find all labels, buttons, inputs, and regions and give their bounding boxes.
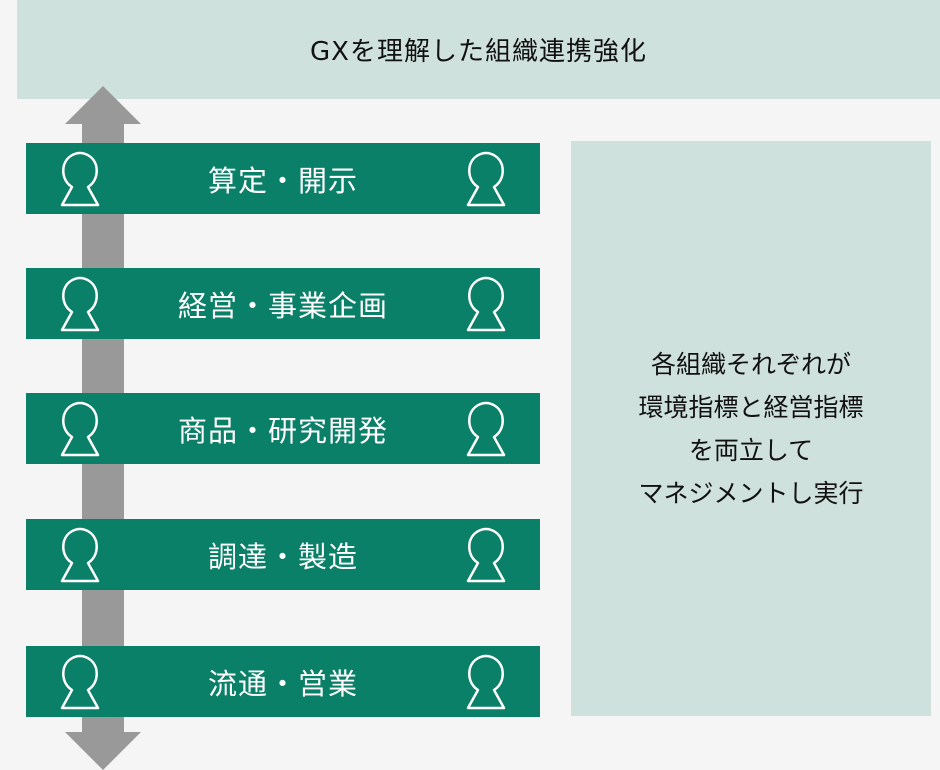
- person-icon: [60, 527, 100, 583]
- role-box-management: 経営・事業企画: [26, 268, 540, 339]
- summary-text: 各組織それぞれが 環境指標と経営指標 を両立して マネジメントし実行: [638, 343, 863, 515]
- role-box-product-rnd: 商品・研究開発: [26, 393, 540, 464]
- person-icon: [466, 401, 506, 457]
- role-label: 商品・研究開発: [177, 413, 388, 448]
- role-label: 経営・事業企画: [177, 288, 388, 323]
- role-label: 算定・開示: [207, 163, 358, 198]
- person-icon: [60, 401, 100, 457]
- role-box-disclosure: 算定・開示: [26, 143, 540, 214]
- summary-line: を両立して: [688, 435, 814, 465]
- person-icon: [466, 654, 506, 710]
- person-icon: [466, 276, 506, 332]
- summary-line: 環境指標と経営指標: [638, 392, 864, 422]
- person-icon: [60, 276, 100, 332]
- person-icon: [60, 151, 100, 207]
- role-box-procurement: 調達・製造: [26, 519, 540, 590]
- summary-line: マネジメントし実行: [638, 478, 864, 508]
- person-icon: [60, 654, 100, 710]
- person-icon: [466, 151, 506, 207]
- person-icon: [466, 527, 506, 583]
- role-label: 流通・営業: [207, 666, 358, 701]
- arrow-down-head: [65, 732, 141, 770]
- role-label: 調達・製造: [207, 539, 358, 574]
- arrow-up-head: [65, 86, 141, 124]
- role-box-sales: 流通・営業: [26, 646, 540, 717]
- summary-panel: 各組織それぞれが 環境指標と経営指標 を両立して マネジメントし実行: [571, 141, 931, 716]
- banner-title: GXを理解した組織連携強化: [310, 37, 647, 67]
- summary-line: 各組織それぞれが: [650, 349, 851, 379]
- top-banner: GXを理解した組織連携強化: [17, 0, 940, 99]
